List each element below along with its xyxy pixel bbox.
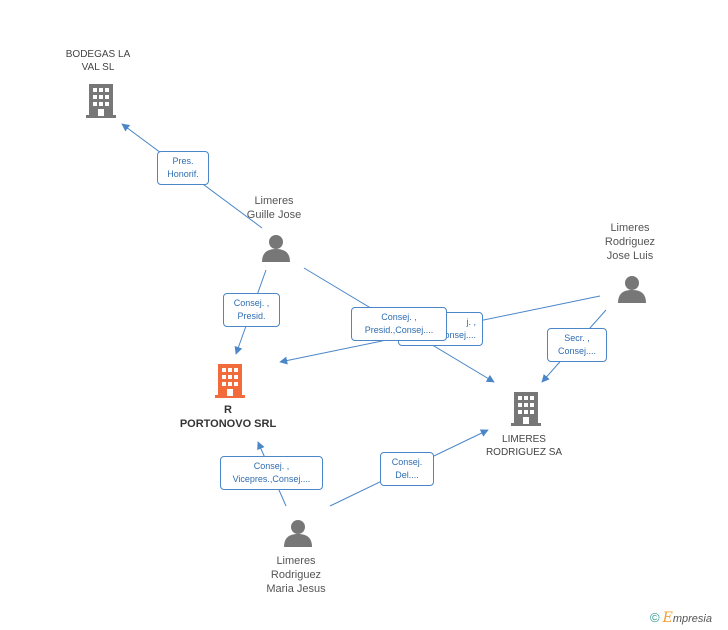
edge-label-secr-consej-line-1: Secr. , <box>564 333 590 343</box>
edge-label-maria-sa[interactable]: Consej. Del.... <box>380 452 434 486</box>
edge-label-back-box-line-1: j. , <box>466 317 476 327</box>
guille-person-icon[interactable] <box>262 234 290 262</box>
jose-luis-label-line-3: Jose Luis <box>606 250 654 262</box>
portonovo-building-icon[interactable] <box>215 364 245 398</box>
jose-luis-person-icon[interactable] <box>618 275 646 303</box>
limeres-sa-label[interactable]: LIMERES RODRIGUEZ SA <box>474 433 574 459</box>
copyright-symbol: © <box>650 610 660 625</box>
edge-label-pres-honorif-line-2: Honorif. <box>167 169 199 179</box>
edge-label-maria-sa-line-1: Consej. <box>391 457 423 467</box>
bodegas-label-line-1: BODEGAS LA <box>65 49 131 60</box>
jose-luis-label-line-2: Rodriguez <box>604 236 656 248</box>
empresia-footer[interactable]: ©Empresia <box>650 610 712 626</box>
maria-label-line-3: Maria Jesus <box>266 583 326 595</box>
edge-label-pres-honorif[interactable]: Pres. Honorif. <box>157 151 209 185</box>
edge-label-maria-sa-line-2: Del.... <box>395 470 419 480</box>
portonovo-label-line-2: PORTONOVO SRL <box>179 418 277 430</box>
portonovo-label[interactable]: R PORTONOVO SRL <box>168 403 288 431</box>
bodegas-building-icon[interactable] <box>86 84 116 118</box>
edge-label-guille-portonovo-line-1: Consej. , <box>233 298 270 308</box>
guille-label[interactable]: Limeres Guille Jose <box>234 194 314 222</box>
edge-label-secr-consej-line-2: Consej.... <box>557 346 597 356</box>
edge-label-front-box-line-2: Presid.,Consej.... <box>364 325 434 335</box>
edge-label-back-box-line-2: onsej.... <box>444 330 476 340</box>
limeres-sa-label-line-2: RODRIGUEZ SA <box>485 447 563 458</box>
edge-label-front-box-line-1: Consej. , <box>381 312 417 322</box>
bodegas-label-line-2: VAL SL <box>81 62 115 73</box>
edge-label-pres-honorif-line-1: Pres. <box>172 156 194 166</box>
guille-label-line-2: Guille Jose <box>246 209 302 221</box>
portonovo-label-line-1: R <box>224 404 232 416</box>
limeres-sa-label-line-1: LIMERES <box>502 434 546 445</box>
jose-luis-label[interactable]: Limeres Rodriguez Jose Luis <box>590 221 670 263</box>
bodegas-label[interactable]: BODEGAS LA VAL SL <box>58 48 138 74</box>
limeres-sa-building-icon[interactable] <box>511 392 541 426</box>
maria-label-line-1: Limeres <box>276 555 316 567</box>
jose-luis-label-line-1: Limeres <box>610 222 650 234</box>
maria-label-line-2: Rodriguez <box>270 569 322 581</box>
guille-label-line-1: Limeres <box>254 195 294 207</box>
edge-label-front-box[interactable]: Consej. , Presid.,Consej.... <box>351 307 447 341</box>
edge-label-guille-portonovo-line-2: Presid. <box>237 311 266 321</box>
maria-label[interactable]: Limeres Rodriguez Maria Jesus <box>256 554 336 596</box>
edge-label-maria-portonovo-line-1: Consej. , <box>253 461 290 471</box>
maria-person-icon[interactable] <box>284 519 312 547</box>
edge-label-secr-consej[interactable]: Secr. , Consej.... <box>547 328 607 362</box>
edge-label-guille-portonovo[interactable]: Consej. , Presid. <box>223 293 280 327</box>
edge-label-maria-portonovo[interactable]: Consej. , Vicepres.,Consej.... <box>220 456 323 490</box>
edge-label-maria-portonovo-line-2: Vicepres.,Consej.... <box>232 474 311 484</box>
empresia-logo-initial: E <box>662 610 673 626</box>
empresia-brand-text: mpresia <box>672 613 712 625</box>
